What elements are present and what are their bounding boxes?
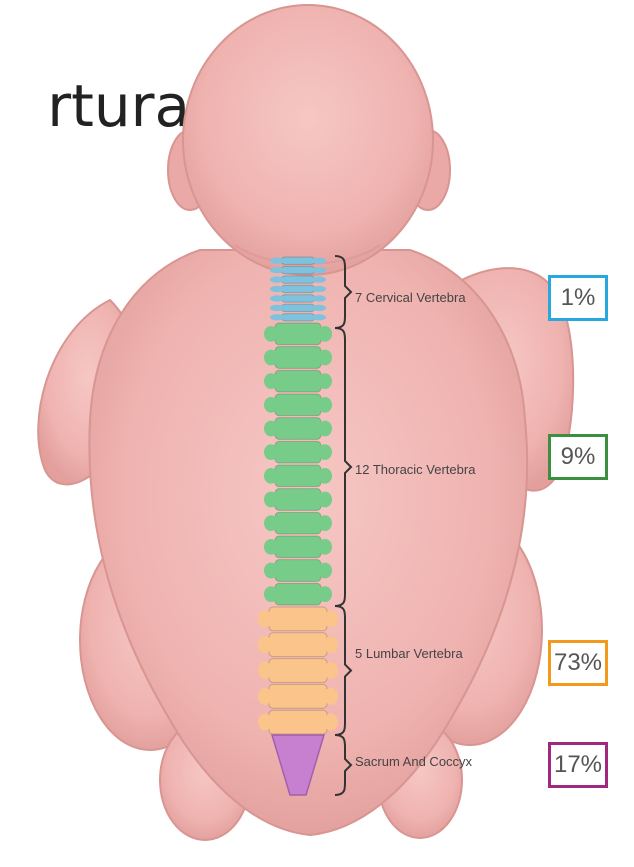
head — [183, 5, 433, 275]
cervical-vertebra — [270, 276, 326, 283]
cervical-vertebra — [270, 266, 326, 273]
lumbar-vertebra — [258, 684, 338, 708]
lumbar-vertebra — [258, 710, 338, 734]
cervical-vertebra — [270, 304, 326, 311]
cervical-label: 7 Cervical Vertebra — [355, 290, 466, 305]
cervical-vertebra — [270, 295, 326, 302]
lumbar-percent-box: 73% — [548, 640, 608, 686]
sacrum-label: Sacrum And Coccyx — [355, 754, 473, 769]
spine — [258, 257, 338, 795]
thoracic-percent-box: 9% — [548, 434, 608, 480]
lumbar-label: 5 Lumbar Vertebra — [355, 646, 463, 661]
sacrum-percent-box: 17% — [548, 742, 608, 788]
cervical-percent-box: 1% — [548, 275, 608, 321]
cervical-vertebra — [270, 257, 326, 264]
lumbar-vertebra — [258, 633, 338, 657]
lumbar-vertebra — [258, 659, 338, 683]
lumbar-vertebra — [258, 607, 338, 631]
thoracic-label: 12 Thoracic Vertebra — [355, 462, 476, 477]
cervical-vertebra — [270, 285, 326, 292]
cervical-vertebra — [270, 314, 326, 321]
